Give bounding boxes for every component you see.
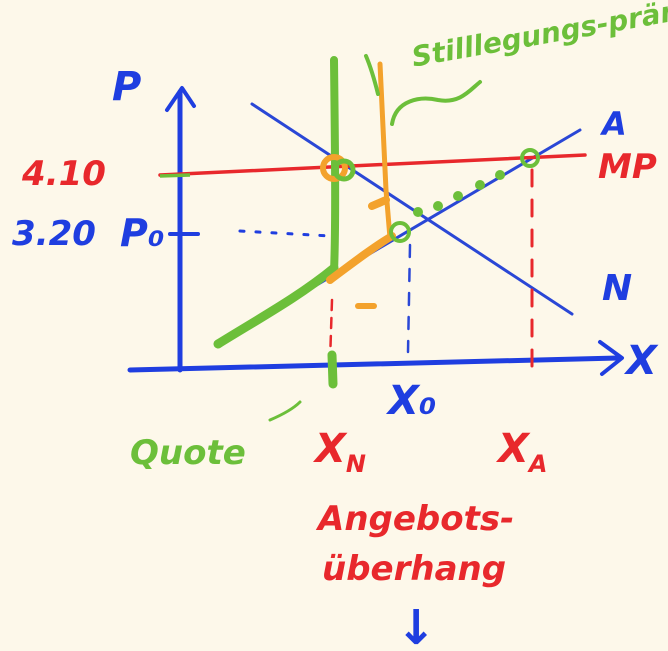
green-arc [364, 54, 380, 96]
surplus-label-line1: Angebots- [315, 499, 514, 539]
green-quota-tick [327, 350, 338, 389]
surplus-label-line2: überhang [322, 549, 506, 589]
p0-dotted-guide [238, 229, 332, 238]
green-supply-with-quota [213, 263, 339, 349]
top-annotation: Stilllegungs-prämie [409, 0, 668, 74]
p-axis-arrow [165, 86, 196, 112]
green-quota-mark [268, 400, 302, 422]
xn-subscript: N [346, 450, 366, 478]
x-axis [127, 355, 621, 373]
orange-premium-vertical [377, 61, 393, 241]
xn-dashed-line [328, 298, 334, 364]
x-axis-label: X [623, 338, 659, 384]
orange-supply-curve [326, 232, 396, 284]
intersection-mp-green-marker [332, 158, 356, 182]
supply-mp-marker [520, 148, 540, 168]
xn-label: XN [312, 426, 366, 478]
orange-premium-tick [368, 196, 390, 210]
x-axis-arrow [598, 340, 624, 376]
premium-pointer [390, 80, 482, 126]
supply-label: A [599, 105, 627, 143]
demand-label: N [602, 268, 632, 309]
p-axis-label: P [112, 64, 141, 110]
surplus-dots [413, 170, 505, 217]
min-price-label: MP [598, 147, 657, 187]
xa-label: XA [495, 426, 547, 478]
demand-line [250, 102, 574, 316]
equilibrium-marker [389, 221, 411, 243]
min-price-tick-green [159, 173, 191, 178]
p0-label: P₀ [120, 211, 165, 255]
down-arrow: ↓ [396, 600, 436, 651]
intersection-mp-marker [320, 154, 348, 182]
xa-subscript: A [527, 450, 548, 478]
min-price-line [158, 153, 587, 177]
x0-label: X₀ [385, 378, 436, 424]
price-high-label: 4.10 [21, 154, 106, 194]
quota-label: Quote [130, 433, 246, 473]
x0-dashed-line [406, 243, 412, 354]
price-low-label: 3.20 [12, 214, 96, 254]
